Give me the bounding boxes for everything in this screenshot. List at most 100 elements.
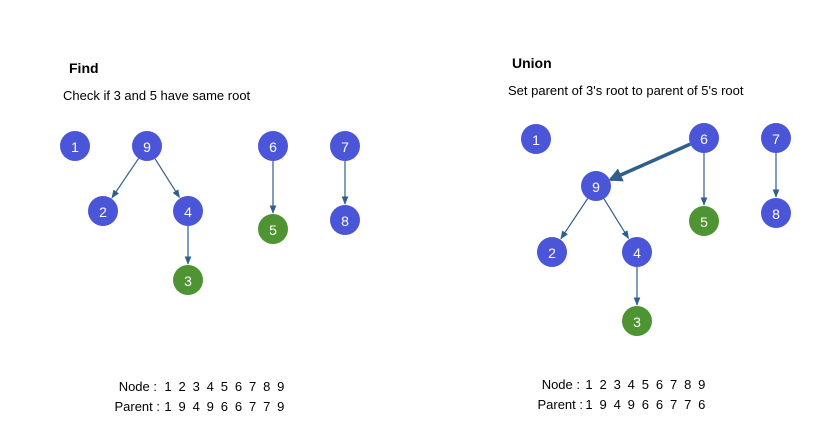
find-node-value-7: 7: [249, 379, 256, 394]
find-edges: [111, 158, 349, 265]
find-node-1: 1: [60, 131, 90, 161]
find-node-value-6: 6: [235, 379, 242, 394]
union-node-circle-6: [689, 123, 719, 153]
union-parent-value-9: 6: [698, 397, 705, 412]
find-parent-value-9: 9: [277, 399, 284, 414]
find-node-circle-7: [330, 131, 360, 161]
union-parent-row-label: Parent :: [537, 397, 583, 412]
union-node-value-4: 4: [628, 377, 635, 392]
find-edge-9-to-2: [111, 158, 140, 199]
union-node-value-9: 9: [698, 377, 705, 392]
union-node-circle-2: [537, 237, 567, 267]
union-panel: Union Set parent of 3's root to parent o…: [508, 55, 791, 412]
union-node-circle-8: [761, 198, 791, 228]
find-node-circle-6: [258, 131, 288, 161]
union-node-circle-5: [689, 206, 719, 236]
find-node-2: 2: [88, 196, 118, 226]
find-node-value-9: 9: [277, 379, 284, 394]
union-parent-value-5: 6: [642, 397, 649, 412]
find-node-9: 9: [132, 131, 162, 161]
union-node-circle-7: [761, 123, 791, 153]
find-node-circle-5: [258, 214, 288, 244]
union-parent-value-6: 6: [656, 397, 663, 412]
union-node-value-7: 7: [670, 377, 677, 392]
find-node-5: 5: [258, 214, 288, 244]
find-edge-9-to-4: [154, 158, 180, 199]
union-node-row-label: Node :: [542, 377, 580, 392]
find-parent-value-4: 9: [207, 399, 214, 414]
union-parent-value-7: 7: [670, 397, 677, 412]
find-node-3: 3: [173, 265, 203, 295]
find-node-circle-4: [173, 196, 203, 226]
find-node-value-8: 8: [263, 379, 270, 394]
find-node-value-5: 5: [221, 379, 228, 394]
union-parent-value-2: 9: [599, 397, 606, 412]
union-node-value-2: 2: [599, 377, 606, 392]
union-node-circle-9: [581, 171, 611, 201]
find-parent-value-7: 7: [249, 399, 256, 414]
find-node-row-label: Node :: [119, 379, 157, 394]
union-node-value-6: 6: [656, 377, 663, 392]
find-node-circle-9: [132, 131, 162, 161]
find-parent-value-6: 6: [235, 399, 242, 414]
union-node-value-8: 8: [684, 377, 691, 392]
union-node-label-9: 9: [592, 179, 600, 195]
union-node-circle-4: [622, 237, 652, 267]
find-node-label-9: 9: [143, 139, 151, 155]
union-subtitle: Set parent of 3's root to parent of 5's …: [508, 83, 744, 98]
find-parent-value-1: 1: [164, 399, 171, 414]
find-node-label-6: 6: [269, 139, 277, 155]
union-node-label-6: 6: [700, 131, 708, 147]
find-node-value-2: 2: [178, 379, 185, 394]
union-edge-9-to-2: [560, 198, 589, 240]
find-node-7: 7: [330, 131, 360, 161]
union-node-1: 1: [521, 124, 551, 154]
find-node-label-2: 2: [99, 204, 107, 220]
find-parent-value-8: 7: [263, 399, 270, 414]
union-node-6: 6: [689, 123, 719, 153]
union-node-label-8: 8: [772, 206, 780, 222]
union-node-label-7: 7: [772, 131, 780, 147]
union-node-9: 9: [581, 171, 611, 201]
union-node-label-3: 3: [633, 314, 641, 330]
find-node-label-8: 8: [341, 213, 349, 229]
union-node-value-1: 1: [585, 377, 592, 392]
find-parent-value-3: 4: [193, 399, 200, 414]
find-node-8: 8: [330, 205, 360, 235]
find-node-circle-1: [60, 131, 90, 161]
union-edges: [560, 142, 780, 306]
find-node-value-3: 3: [193, 379, 200, 394]
union-node-circle-1: [521, 124, 551, 154]
find-node-label-1: 1: [71, 139, 79, 155]
union-node-7: 7: [761, 123, 791, 153]
find-node-circle-2: [88, 196, 118, 226]
union-parent-value-1: 1: [585, 397, 592, 412]
union-node-circle-3: [622, 306, 652, 336]
union-parent-value-8: 7: [684, 397, 691, 412]
union-node-value-3: 3: [614, 377, 621, 392]
union-title: Union: [512, 55, 552, 71]
union-node-value-5: 5: [642, 377, 649, 392]
union-node-label-4: 4: [633, 245, 641, 261]
find-node-circle-3: [173, 265, 203, 295]
find-node-label-3: 3: [184, 273, 192, 289]
union-node-4: 4: [622, 237, 652, 267]
find-title: Find: [69, 60, 99, 76]
union-node-3: 3: [622, 306, 652, 336]
find-node-4: 4: [173, 196, 203, 226]
find-node-6: 6: [258, 131, 288, 161]
find-node-label-7: 7: [341, 139, 349, 155]
find-node-circle-8: [330, 205, 360, 235]
union-node-2: 2: [537, 237, 567, 267]
find-parent-row-label: Parent :: [114, 399, 160, 414]
find-node-label-5: 5: [269, 222, 277, 238]
find-node-value-4: 4: [207, 379, 214, 394]
union-edge-6-to-9: [608, 142, 692, 182]
